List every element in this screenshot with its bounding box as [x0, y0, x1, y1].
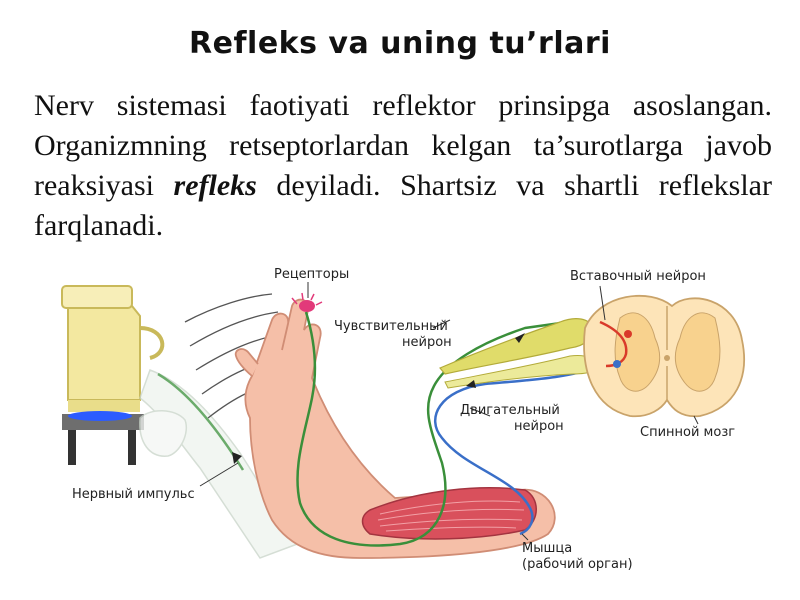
- signal-arrows: [232, 333, 525, 464]
- label-receptors: Рецепторы: [274, 267, 349, 282]
- paragraph-text-after: deyiladi. Shartsiz va shartli reflekslar…: [34, 169, 772, 242]
- receptor-marker: [291, 292, 323, 312]
- label-spinal-cord: Спинной мозг: [640, 425, 735, 440]
- slide-title: Refleks va uning tu’rlari: [189, 26, 611, 61]
- label-motor-neuron-line2: нейрон: [514, 419, 564, 434]
- label-muscle-line2: (рабочий орган): [522, 557, 633, 572]
- leader-lines: [199, 282, 699, 541]
- pot-illustration: [61, 285, 165, 412]
- label-motor-neuron-line1: Двигательный: [460, 403, 560, 418]
- label-muscle-line1: Мышца: [522, 541, 572, 556]
- label-sensory-neuron-line1: Чувствительный: [334, 319, 448, 334]
- reflex-arc-diagram: Рецепторы Вставочный нейрон Чувствительн…: [61, 267, 745, 572]
- sensory-neuron-fibre: [296, 311, 583, 547]
- motor-neuron-body: [613, 360, 621, 368]
- stove-burner: [62, 411, 144, 465]
- label-sensory-neuron-line2: нейрон: [402, 335, 452, 350]
- paragraph-text-before: Nerv sistemasi faotiyati reflektor prins…: [34, 89, 772, 202]
- spinal-cord-cross-section: [583, 294, 745, 418]
- motor-neuron-fibre: [433, 364, 601, 536]
- intro-paragraph: Nerv sistemasi faotiyati reflektor prins…: [34, 86, 772, 246]
- term-refleks: refleks: [173, 169, 257, 202]
- label-nerve-impulse: Нервный импульс: [72, 487, 195, 502]
- label-interneuron: Вставочный нейрон: [570, 269, 706, 284]
- interneuron-body: [624, 330, 632, 338]
- muscle-illustration: [361, 487, 537, 540]
